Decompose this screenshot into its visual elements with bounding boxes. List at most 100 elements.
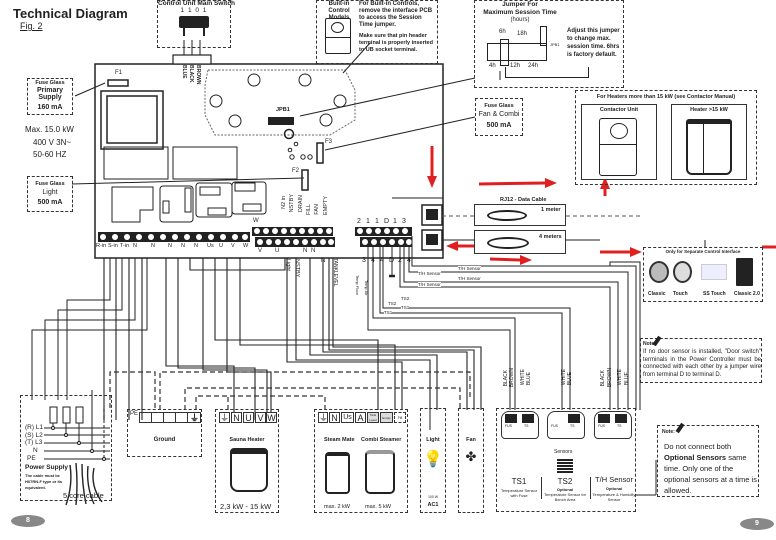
term-n2: N (151, 243, 155, 249)
fuse-fan-name: Fan & Combi (478, 111, 520, 118)
ts2-sensor-board: FUS TS (547, 411, 585, 439)
rocker-switch-icon[interactable] (179, 16, 209, 28)
light-label: Light (426, 437, 440, 443)
sauna-heater-label: Sauna Heater (229, 437, 265, 443)
power-supply-note: The cable must be H07RN-F type or its eq… (25, 473, 63, 490)
fuse-primary-name2: Supply (38, 94, 62, 101)
sensor-term-bd: D (389, 257, 395, 264)
optional-note-bold: Optional Sensors (664, 453, 727, 462)
ground-box: PE ⏚ Ground (127, 409, 202, 457)
wire-th-blue: BLUE (624, 372, 630, 386)
red-arrows (427, 146, 776, 265)
heater-term-v: V (255, 412, 266, 423)
fuse-light-name: Light (42, 189, 58, 196)
term-n4: N (181, 243, 185, 249)
power-wires (103, 258, 482, 420)
f1-fuse (107, 79, 129, 87)
supply-n: N (33, 447, 38, 454)
term-r-in: R-in (96, 243, 107, 249)
classic-panel-icon (649, 261, 669, 283)
optional-sensor-note-box: Note: Do not connect both Optional Senso… (657, 422, 759, 497)
door-note-label: Note: (643, 341, 656, 347)
supply-pe: PE (27, 455, 36, 462)
sensors-box: FUS TS FUS TS FUS TS Sensors TS1 Tempera… (496, 408, 636, 512)
th-name: T/H Sensor (595, 475, 633, 484)
light-type: AC1 (427, 502, 439, 508)
light-bulb-icon: 💡 (423, 451, 443, 468)
ss-touch-panel-icon (701, 264, 727, 280)
combi-steamer-power: max. 5 kW (365, 504, 391, 510)
f2-fuse (301, 169, 309, 191)
interface-ss-touch: SS Touch (703, 291, 726, 297)
sensor-term-1c: 1 (393, 218, 397, 225)
cable-type-label: 5 core cable (63, 491, 104, 500)
fuse-light-rating: 500 mA (37, 199, 63, 206)
sensor-terminal-strip-top (355, 227, 412, 236)
page-number-left: 8 (11, 515, 45, 527)
optional-note-pre: Do not connect both (664, 442, 732, 451)
ts2-fus-label: FUS (551, 424, 558, 428)
steamer-terminal-block: ⏚ N Us A Tank Level Empty Fill (318, 412, 406, 423)
sauna-heater-box: ⏚ N U V W Sauna Heater 2,3 kW - 15 kW (215, 409, 279, 513)
ts2-ts-label: TS (570, 424, 575, 428)
jumper-label-24h: 24h (528, 63, 539, 69)
fan-icon: ✤ (465, 449, 477, 464)
sensor-term-b2: 2 (398, 257, 402, 264)
jumper-header[interactable] (487, 43, 547, 61)
temp-floor-label: Temp Floor (355, 275, 360, 296)
terminal-screws (100, 228, 412, 245)
interface-box: Only for Separate Control Interface Clas… (643, 247, 763, 302)
th-desc: Temperature & Humidity Sensor (592, 492, 636, 502)
jumper-pin-label: JPB1 (550, 42, 560, 47)
power-supply-box: (R) L1 (S) L2 (T) L3 N PE Power Supply T… (20, 395, 112, 501)
wire-ts1-brown: BROWN (509, 368, 515, 388)
term-fan: FAN (314, 204, 320, 215)
fuse-fan-box: Fuse Glass Fan & Combi 500 mA (475, 98, 523, 136)
jpb1-label: JPB1 (276, 107, 290, 113)
th-optional: Optional (605, 486, 623, 491)
term-light: Light (285, 259, 291, 271)
wire-th-brown: BROWN (607, 368, 613, 388)
jumper-label-18h: 18h (517, 31, 528, 37)
page-title: Technical Diagram (13, 6, 128, 21)
ts1-sensor-board: FUS TS (501, 411, 539, 439)
interface-classic: Classic (648, 291, 666, 297)
f3-fuse (316, 142, 324, 164)
power-supply-lines (44, 390, 110, 506)
term-us: Us (207, 243, 214, 249)
term-v: V (231, 243, 235, 249)
steamer-term-empty: Empty (380, 412, 393, 423)
heater-term-u: U (243, 412, 254, 423)
data-cable-4m: 4 meters (474, 230, 566, 254)
term-v2: V (258, 248, 263, 254)
data-cable-title: RJ12 - Data Cable (500, 197, 547, 203)
sauna-heater-icon (230, 448, 268, 492)
jumper-cap[interactable] (500, 39, 509, 66)
term-drain: DRAIN (298, 195, 304, 213)
supply-l3: (T) L3 (25, 439, 43, 446)
pencil-icon (652, 335, 662, 347)
wire-ts1-blue: BLUE (526, 372, 532, 386)
main-terminal-labels: R-in S-in T-in N N N N N Us U V W (96, 243, 256, 251)
ground-terminal-block: ⏚ (139, 412, 201, 423)
builtin-control-note2: Make sure that pin header terminal is pr… (359, 33, 433, 53)
sensor-term-b4b: 4 (380, 257, 384, 264)
wire-label-ts1b: TS1 (384, 310, 393, 315)
control-unit-icon (325, 18, 351, 54)
sensor-wires (367, 236, 641, 410)
jumper-note: Adjust this jumper to change max. sessio… (567, 28, 620, 58)
cable-coil-icon (487, 210, 527, 221)
interface-touch: Touch (673, 291, 688, 297)
ts2-optional: Optional (556, 487, 574, 492)
term-n7: N (311, 248, 316, 254)
steamer-term-tank: Tank Level (367, 412, 379, 423)
term-n8: N (321, 258, 326, 264)
term-s-in: S-in (108, 243, 118, 249)
sensor-term-3: 3 (402, 218, 406, 225)
wire-th-white: WHITE (617, 369, 623, 386)
figure-label: Fig. 2 (20, 21, 43, 31)
supply-l1: (R) L1 (25, 424, 44, 431)
steam-mate-power: max. 2 kW (324, 504, 350, 510)
contactor-unit-icon (599, 118, 637, 176)
